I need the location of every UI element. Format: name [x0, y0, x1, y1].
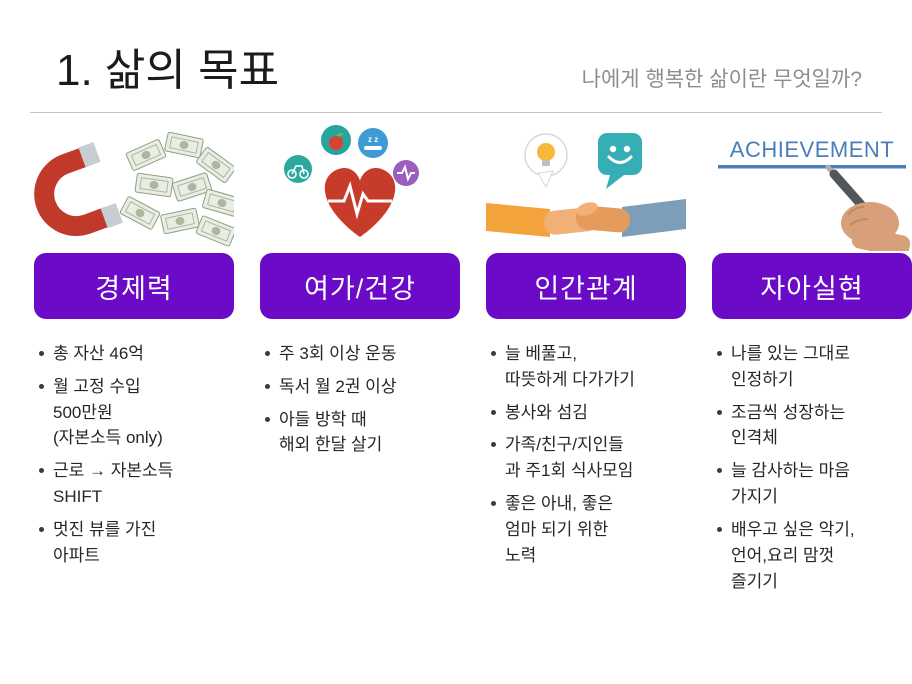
- bullet-item: 나를 있는 그대로 인정하기: [714, 341, 912, 393]
- bullet-item: 독서 월 2권 이상: [262, 374, 460, 400]
- bullet-dot: [39, 526, 44, 532]
- bullet-item: 멋진 뷰를 가진 아파트: [36, 517, 234, 569]
- bullet-dot: [265, 351, 270, 356]
- relationships-bullet-list: 늘 베풀고, 따뜻하게 다가가기 봉사와 섬김 가족/친구/지인들 과 주1회 …: [488, 341, 686, 569]
- bullet-item: 늘 감사하는 마음 가지기: [714, 458, 912, 510]
- relationships-illustration: [486, 121, 686, 253]
- category-label: 자아실현: [760, 273, 864, 304]
- bullet-dot: [717, 468, 722, 474]
- lightbulb-bubble-icon: [524, 133, 568, 189]
- page-subtitle: 나에게 행복한 삶이란 무엇일까?: [581, 68, 862, 91]
- goal-columns: 경제력 총 자산 46억 월 고정 수입 500만원 (자본소득 only) 근…: [34, 121, 912, 601]
- column-leisure-health: z z 여가/건강 주 3회 이상 운동 독서 월 2권 이상: [260, 121, 460, 601]
- magnet-money-icon: [34, 131, 234, 248]
- bullet-dot: [717, 351, 722, 356]
- bicycle-icon: [284, 155, 312, 183]
- smiley-bubble-icon: [598, 133, 642, 189]
- bullet-dot: [39, 468, 44, 474]
- bullet-item: 늘 베풀고, 따뜻하게 다가가기: [488, 341, 686, 393]
- bullet-item: 가족/친구/지인들 과 주1회 식사모임: [488, 432, 686, 484]
- category-card-relationships: 인간관계: [486, 253, 686, 319]
- bullet-dot: [717, 409, 722, 415]
- slide-header: 1. 삶의 목표 나에게 행복한 삶이란 무엇일까?: [0, 0, 912, 98]
- bullet-dot: [717, 526, 722, 532]
- bullet-dot: [491, 409, 496, 415]
- health-heart-icon: z z: [284, 125, 419, 237]
- column-economy: 경제력 총 자산 46억 월 고정 수입 500만원 (자본소득 only) 근…: [34, 121, 234, 601]
- self-actualization-illustration: ACHIEVEMENT: [712, 121, 912, 253]
- bullet-dot: [265, 383, 270, 389]
- column-relationships: 인간관계 늘 베풀고, 따뜻하게 다가가기 봉사와 섬김 가족/친구/지인들 과…: [486, 121, 686, 601]
- achievement-writing-icon: ACHIEVEMENT: [718, 137, 911, 251]
- shaking-hands-icon: [486, 199, 686, 237]
- leisure-health-bullet-list: 주 3회 이상 운동 독서 월 2권 이상 아들 방학 때 해외 한달 살기: [262, 341, 460, 458]
- category-card-economy: 경제력: [34, 253, 234, 319]
- svg-text:z z: z z: [368, 135, 378, 144]
- bullet-item: 주 3회 이상 운동: [262, 341, 460, 367]
- heart-icon: [324, 168, 396, 237]
- bullet-dot: [265, 416, 270, 422]
- category-card-leisure-health: 여가/건강: [260, 253, 460, 319]
- bullet-dot: [491, 501, 496, 507]
- achievement-text: ACHIEVEMENT: [730, 137, 894, 162]
- apple-icon: [321, 125, 351, 155]
- achievement-underline: [718, 165, 906, 169]
- bullet-item: 조금씩 성장하는 인격체: [714, 400, 912, 452]
- bullet-dot: [39, 383, 44, 389]
- category-label: 인간관계: [534, 273, 638, 304]
- leisure-health-illustration: z z: [260, 121, 460, 253]
- category-label: 경제력: [95, 273, 173, 304]
- self-actualization-bullet-list: 나를 있는 그대로 인정하기 조금씩 성장하는 인격체 늘 감사하는 마음 가지…: [714, 341, 912, 594]
- handshake-icon: [486, 133, 686, 237]
- pulse-icon: [393, 160, 419, 186]
- category-card-self-actualization: 자아실현: [712, 253, 912, 319]
- magnet-icon: [34, 141, 123, 236]
- sleep-icon: z z: [358, 128, 388, 158]
- column-self-actualization: ACHIEVEMENT 자아실현 나를 있는 그대로 인정하기: [712, 121, 912, 601]
- dollar-bills-icon: [119, 131, 234, 248]
- bullet-dot: [39, 351, 44, 356]
- bullet-item: 총 자산 46억: [36, 341, 234, 367]
- bullet-item: 근로 → 자본소득 SHIFT: [36, 458, 234, 510]
- page-title: 1. 삶의 목표: [56, 46, 280, 95]
- bullet-dot: [491, 351, 496, 356]
- bullet-item: 배우고 싶은 악기, 언어,요리 맘껏 즐기기: [714, 517, 912, 594]
- bullet-item: 월 고정 수입 500만원 (자본소득 only): [36, 374, 234, 451]
- hand-pen-icon: [825, 164, 911, 251]
- economy-illustration: [34, 121, 234, 253]
- bullet-dot: [491, 442, 496, 448]
- category-label: 여가/건강: [304, 273, 416, 304]
- bullet-item: 봉사와 섬김: [488, 400, 686, 426]
- header-divider: [30, 112, 882, 113]
- bullet-item: 좋은 아내, 좋은 엄마 되기 위한 노력: [488, 491, 686, 568]
- bullet-item: 아들 방학 때 해외 한달 살기: [262, 407, 460, 459]
- economy-bullet-list: 총 자산 46억 월 고정 수입 500만원 (자본소득 only) 근로 → …: [36, 341, 234, 569]
